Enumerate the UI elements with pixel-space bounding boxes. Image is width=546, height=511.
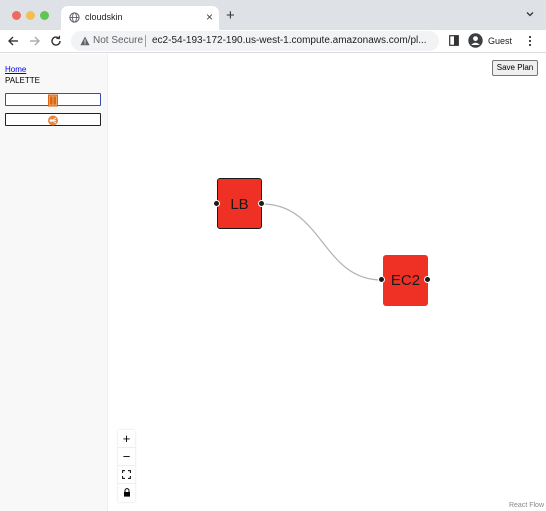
window-close-button[interactable] — [12, 11, 21, 20]
reload-icon[interactable] — [49, 34, 63, 48]
more-menu-icon[interactable] — [527, 35, 533, 47]
node-lb[interactable]: LB — [217, 178, 262, 229]
window-minimize-button[interactable] — [26, 11, 35, 20]
lock-icon — [123, 488, 130, 497]
node-lb-target-handle[interactable] — [213, 200, 220, 207]
side-panel-icon[interactable] — [449, 35, 459, 46]
profile-label[interactable]: Guest — [488, 36, 513, 46]
node-label: EC2 — [390, 272, 421, 289]
edge-lb-to-ec2[interactable] — [261, 203, 383, 281]
url-text: ec2-54-193-172-190.us-west-1.compute.ama… — [152, 35, 427, 46]
zoom-in-button[interactable]: + — [118, 430, 135, 448]
new-tab-button[interactable]: + — [226, 7, 235, 24]
lock-button[interactable] — [118, 484, 135, 502]
flow-canvas[interactable]: Save Plan LB EC2 + − — [108, 54, 546, 511]
react-flow-attribution[interactable]: React Flow — [508, 502, 544, 509]
home-link[interactable]: Home — [5, 65, 27, 74]
flow-controls: + − — [118, 430, 135, 502]
profile-avatar-icon[interactable] — [468, 33, 483, 48]
node-label: LB — [230, 196, 249, 213]
forward-arrow-icon[interactable] — [28, 34, 42, 48]
save-plan-button[interactable]: Save Plan — [492, 60, 538, 76]
security-label: Not Secure — [93, 35, 144, 46]
node-ec2-target-handle[interactable] — [378, 276, 385, 283]
palette-sidebar: Home PALETTE — [0, 54, 108, 511]
tab-close-icon[interactable]: × — [205, 10, 213, 24]
fit-view-icon — [122, 470, 131, 479]
page-content: Home PALETTE Save Plan LB — [0, 54, 546, 511]
edge-layer — [261, 203, 383, 281]
warning-icon — [80, 36, 90, 46]
browser-tab[interactable]: cloudskin × — [61, 6, 219, 30]
back-arrow-icon[interactable] — [6, 34, 20, 48]
browser-toolbar: Not Secure ec2-54-193-172-190.us-west-1.… — [0, 30, 546, 53]
window-zoom-button[interactable] — [40, 11, 49, 20]
tab-title: cloudskin — [85, 12, 123, 22]
palette-item-load-balancer[interactable] — [5, 113, 101, 126]
globe-icon — [69, 12, 80, 23]
node-lb-source-handle[interactable] — [258, 200, 265, 207]
zoom-out-button[interactable]: − — [118, 448, 135, 466]
chevron-down-icon[interactable] — [525, 9, 535, 19]
address-divider — [145, 35, 146, 47]
browser-tab-strip: cloudskin × + — [0, 0, 546, 30]
aws-elb-icon — [48, 115, 58, 126]
address-bar[interactable]: Not Secure ec2-54-193-172-190.us-west-1.… — [71, 31, 439, 51]
fit-view-button[interactable] — [118, 466, 135, 484]
node-ec2[interactable]: EC2 — [383, 255, 428, 306]
palette-item-ec2[interactable] — [5, 93, 101, 107]
aws-ec2-icon — [48, 94, 58, 107]
node-ec2-source-handle[interactable] — [424, 276, 431, 283]
palette-heading: PALETTE — [5, 76, 40, 85]
